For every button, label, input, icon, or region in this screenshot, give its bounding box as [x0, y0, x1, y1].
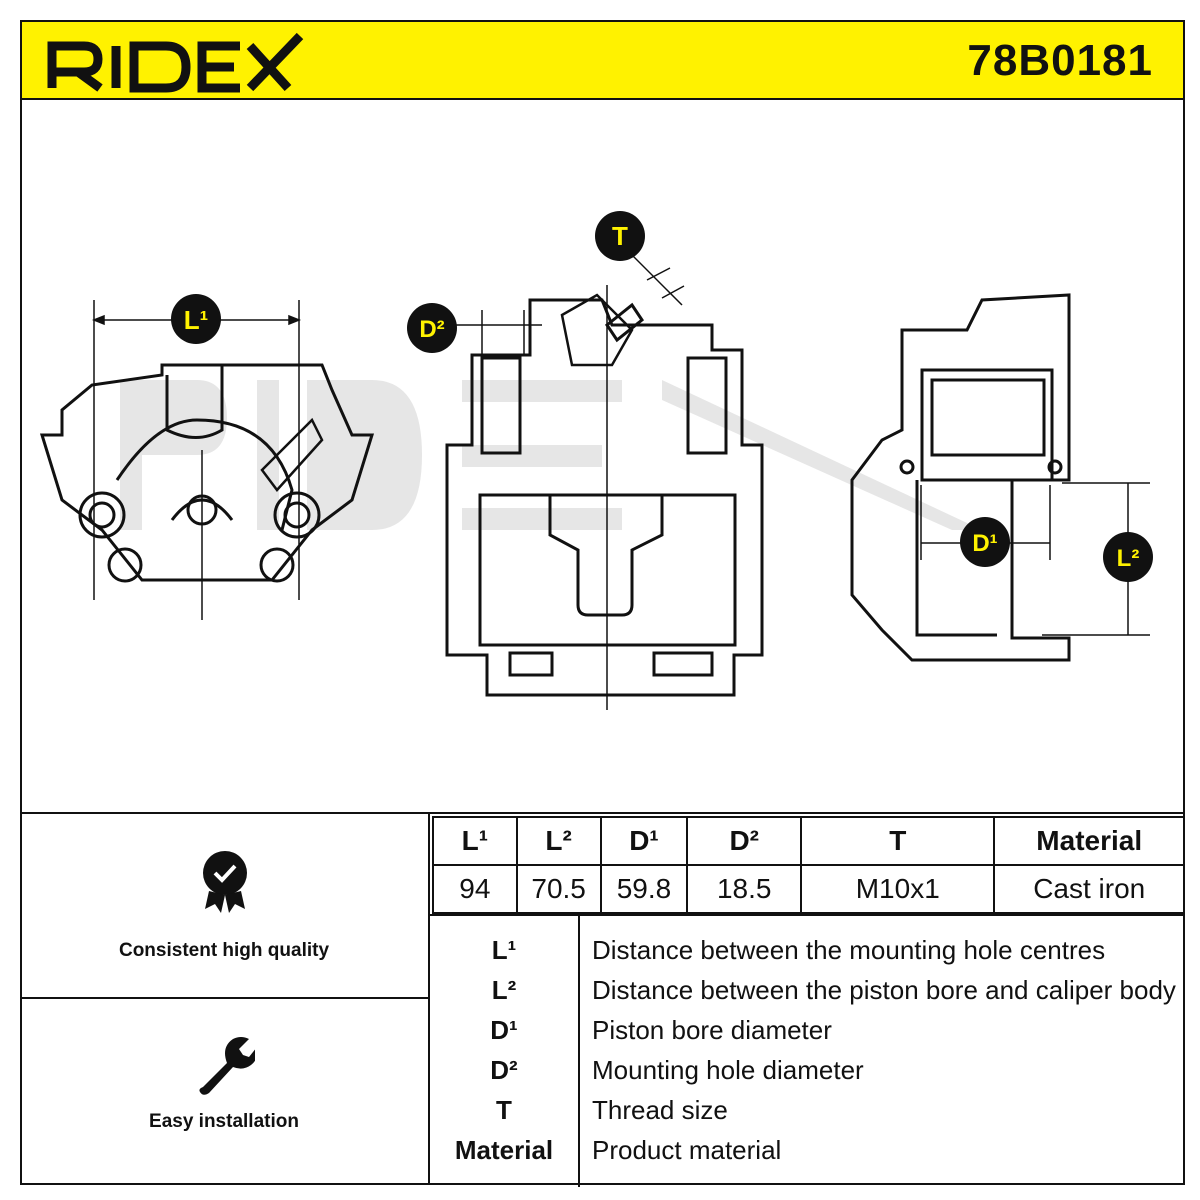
l1-callout-bubble — [171, 294, 221, 344]
spec-header-l1: L¹ — [432, 816, 518, 866]
spec-value-d1: 59.8 — [599, 864, 689, 914]
feature-quality: Consistent high quality — [20, 814, 430, 999]
d2-callout-bubble — [407, 303, 457, 353]
legend-symbol: Material — [454, 1135, 554, 1165]
technical-drawing: L¹ D² T — [22, 100, 1183, 812]
d2-dimension — [452, 310, 542, 355]
part-number: 78B0181 — [967, 36, 1153, 85]
legend-description: Mounting hole diameter — [592, 1055, 864, 1085]
legend-symbol: T — [496, 1095, 512, 1125]
l2-callout-label: L² — [1117, 545, 1140, 572]
spec-value-d2: 18.5 — [686, 864, 803, 914]
legend-symbol: L¹ — [491, 935, 517, 965]
spec-header-row: L¹ L² D¹ D² T Material — [432, 816, 1185, 866]
spec-value-l2: 70.5 — [515, 864, 602, 914]
l1-callout-label: L¹ — [184, 305, 209, 335]
spec-header-material: Material — [993, 816, 1185, 866]
feature-label-quality: Consistent high quality — [118, 940, 330, 961]
d2-callout-label: D² — [419, 316, 444, 343]
spec-header-l2: L² — [515, 816, 602, 866]
l1-dimension — [91, 300, 302, 620]
legend-row: T Thread size — [430, 1090, 1185, 1130]
wrench-icon — [199, 1037, 255, 1095]
legend-row: D² Mounting hole diameter — [430, 1050, 1185, 1090]
legend-description: Distance between the piston bore and cal… — [592, 975, 1176, 1005]
header-bar: 78B0181 — [20, 20, 1185, 100]
spec-value-material: Cast iron — [993, 864, 1185, 914]
spec-section: Consistent high quality Easy installatio… — [20, 812, 1185, 1187]
legend-description: Piston bore diameter — [592, 1015, 832, 1045]
spec-header-t: T — [800, 816, 996, 866]
legend: L¹ Distance between the mounting hole ce… — [430, 914, 1185, 1187]
legend-symbol: L² — [491, 975, 517, 1005]
legend-description: Distance between the mounting hole centr… — [592, 935, 1106, 965]
legend-divider — [578, 916, 580, 1187]
legend-row: D¹ Piston bore diameter — [430, 1010, 1185, 1050]
t-dimension — [631, 254, 685, 306]
legend-row: L¹ Distance between the mounting hole ce… — [430, 930, 1185, 970]
l2-callout-bubble — [1103, 532, 1153, 582]
spec-table: L¹ L² D¹ D² T Material 94 70.5 59.8 18.5… — [432, 816, 1185, 914]
feature-installation: Easy installation — [20, 999, 430, 1185]
d1-callout-bubble — [960, 517, 1010, 567]
legend-symbol: D¹ — [490, 1015, 518, 1045]
legend-row: Material Product material — [430, 1130, 1185, 1170]
legend-symbol: D² — [490, 1055, 518, 1085]
caliper-side-view — [445, 293, 764, 697]
legend-row: L² Distance between the piston bore and … — [430, 970, 1185, 1010]
spec-value-l1: 94 — [432, 864, 518, 914]
spec-header-d1: D¹ — [599, 816, 689, 866]
d1-callout-label: D¹ — [972, 530, 997, 557]
quality-badge-icon — [203, 851, 247, 913]
spec-value-row: 94 70.5 59.8 18.5 M10x1 Cast iron — [432, 864, 1185, 914]
sheet-frame — [20, 20, 1185, 1185]
caliper-front-view — [39, 363, 375, 583]
t-callout-bubble — [595, 211, 645, 261]
caliper-drawing: L¹ D² T — [39, 211, 1153, 710]
legend-description: Thread size — [592, 1095, 728, 1125]
t-callout-label: T — [612, 221, 628, 251]
spec-header-d2: D² — [686, 816, 803, 866]
feature-label-installation: Easy installation — [149, 1111, 299, 1132]
caliper-section-view — [850, 293, 1071, 662]
ridex-logo — [47, 32, 304, 93]
legend-description: Product material — [592, 1135, 782, 1165]
spec-value-t: M10x1 — [800, 864, 996, 914]
